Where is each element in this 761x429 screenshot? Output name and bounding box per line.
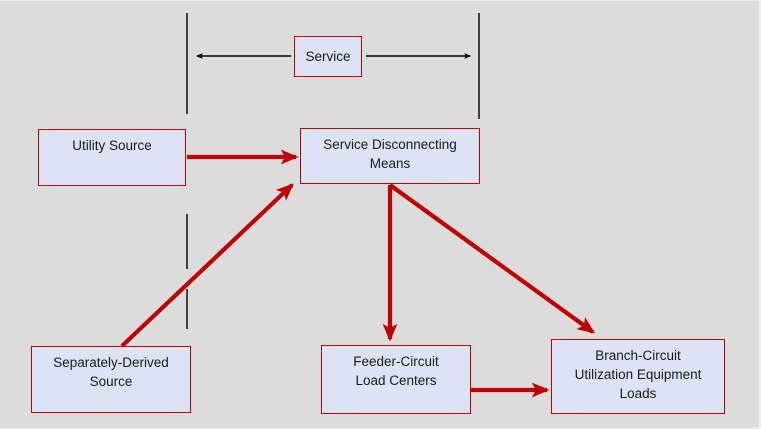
node-label-line: Utility Source <box>72 138 152 153</box>
node-label-line: Service Disconnecting <box>323 137 457 152</box>
node-label-line: Separately-Derived <box>53 355 169 370</box>
node-label-line: Means <box>369 156 411 172</box>
node-label-line: Source <box>89 374 133 390</box>
node-label-line: Utilization Equipment <box>574 367 702 383</box>
node-utility-source[interactable]: Utility Source <box>38 129 186 186</box>
arrow-service-disconnecting-means-to-branch-circuit-loads <box>388 183 596 334</box>
node-label-line: Branch-Circuit <box>595 348 681 363</box>
node-label-line: Service <box>305 48 351 64</box>
node-label-line: Feeder-Circuit <box>353 354 439 369</box>
arrow-separately-derived-source-to-service-disconnecting-means <box>120 183 294 348</box>
node-service[interactable]: Service <box>294 36 362 77</box>
node-label-line: Load Centers <box>355 373 437 389</box>
node-label-line: Loads <box>619 386 657 402</box>
